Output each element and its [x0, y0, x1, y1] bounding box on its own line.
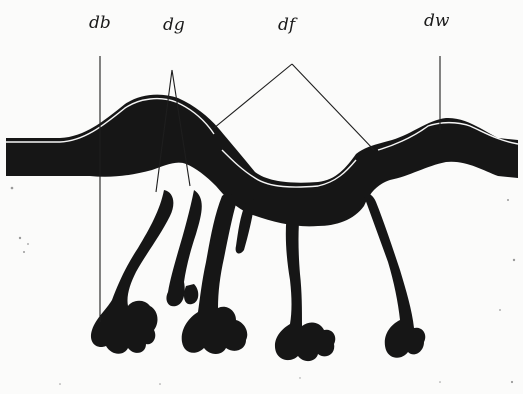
epidermis-band: [6, 95, 518, 227]
label-db: db: [89, 13, 111, 33]
leader-df-2: [292, 64, 374, 150]
labels: db dg df dw: [89, 11, 450, 35]
label-dw: dw: [424, 11, 450, 31]
label-df: df: [278, 15, 298, 35]
leader-df-1: [214, 64, 292, 128]
label-dg: dg: [163, 15, 185, 35]
gland-6: [364, 193, 426, 358]
gland-2-tip: [184, 284, 198, 304]
gland-1: [91, 190, 173, 354]
